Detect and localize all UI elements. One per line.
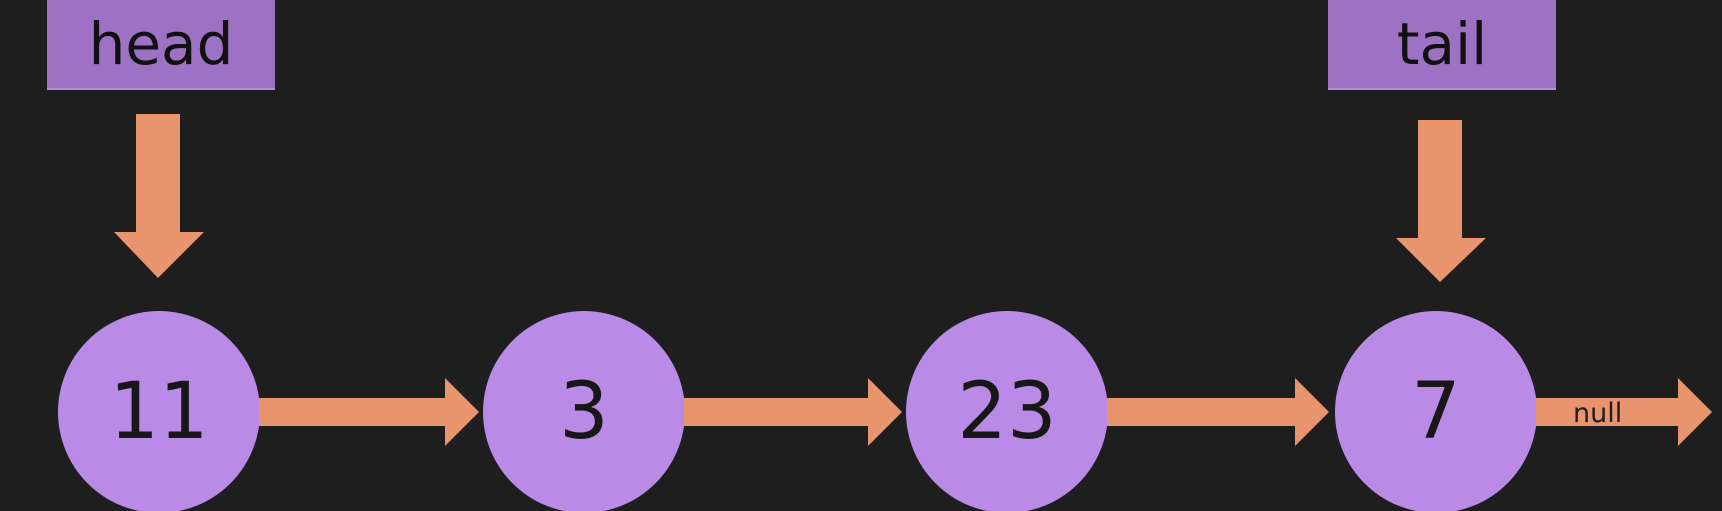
head-pointer-label: head <box>47 0 275 90</box>
null-arrow-shape <box>1536 378 1712 446</box>
null-arrow <box>1536 378 1712 446</box>
next-arrow <box>259 378 479 446</box>
list-node: 7 <box>1335 311 1537 511</box>
node-value: 7 <box>1411 367 1461 457</box>
node-value: 11 <box>109 367 209 457</box>
next-arrow <box>1107 378 1329 446</box>
tail-down-arrow-shape <box>1396 120 1486 282</box>
head-down-arrow <box>114 114 204 278</box>
head-down-arrow-shape <box>114 114 204 278</box>
list-node: 11 <box>58 311 260 511</box>
null-label: null <box>1573 398 1623 429</box>
next-arrow-shape <box>1107 378 1329 446</box>
next-arrow <box>684 378 902 446</box>
tail-down-arrow <box>1396 120 1486 282</box>
next-arrow-shape <box>684 378 902 446</box>
list-node: 3 <box>483 311 685 511</box>
list-node: 23 <box>906 311 1108 511</box>
next-arrow-shape <box>259 378 479 446</box>
node-value: 23 <box>957 367 1057 457</box>
tail-pointer-label: tail <box>1328 0 1556 90</box>
node-value: 3 <box>559 367 609 457</box>
